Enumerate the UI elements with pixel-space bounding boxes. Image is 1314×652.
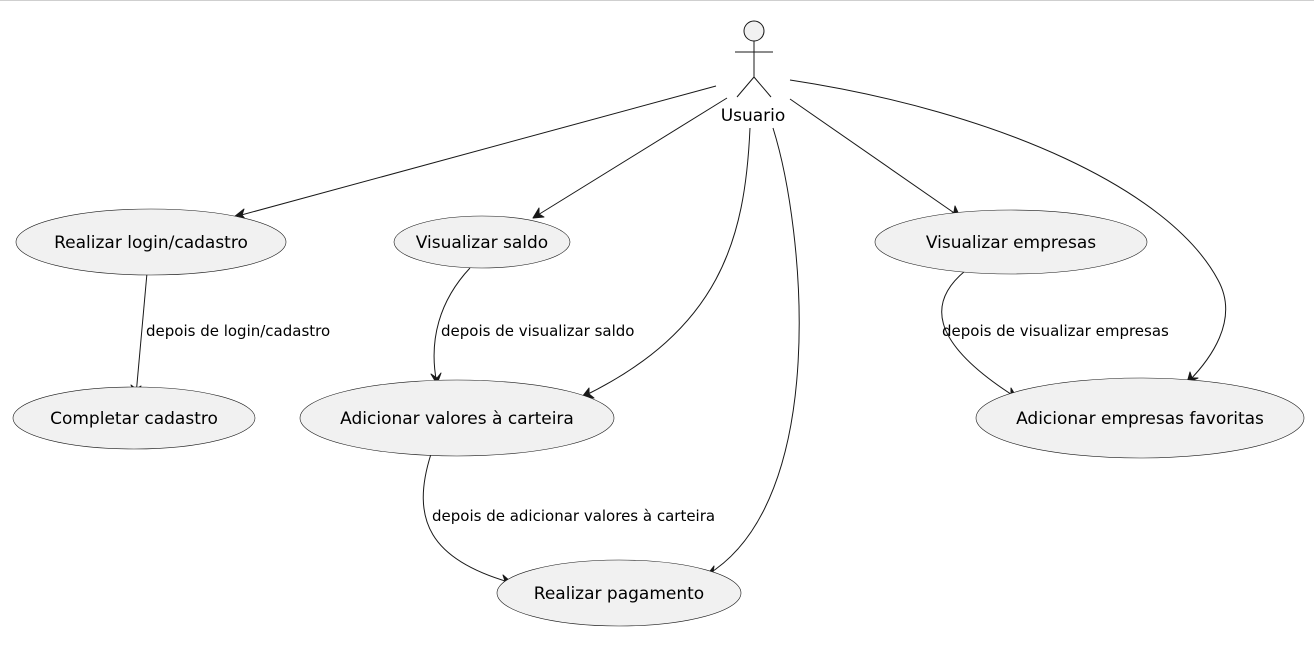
usecase-completar[interactable]: Completar cadastro <box>12 386 256 450</box>
usecase-favoritas-label: Adicionar empresas favoritas <box>1016 409 1264 429</box>
edge-empresas-favoritas <box>941 270 1018 399</box>
arrowhead-saldo-adicionar <box>430 372 442 385</box>
edge-usuario-empresas <box>789 98 961 218</box>
edge-label-login-completar: depois de login/cadastro <box>146 322 330 340</box>
edge-usuario-pagamento <box>706 127 800 576</box>
usecase-empresas-label: Visualizar empresas <box>926 233 1096 253</box>
edge-usuario-login <box>233 85 717 218</box>
edge-usuario-favoritas <box>789 79 1227 384</box>
stick-figure-icon <box>735 20 773 98</box>
usecase-login-label: Realizar login/cadastro <box>54 233 248 253</box>
edge-label-saldo-adicionar: depois de visualizar saldo <box>441 322 634 340</box>
arrowhead-saldo <box>532 207 545 219</box>
edge-usuario-adicionar <box>581 127 751 398</box>
usecase-saldo-label: Visualizar saldo <box>416 233 548 253</box>
usecase-empresas[interactable]: Visualizar empresas <box>874 209 1148 275</box>
edge-adicionar-pagamento <box>422 453 513 584</box>
usecase-adicionar[interactable]: Adicionar valores à carteira <box>299 379 615 457</box>
usecase-pagamento-label: Realizar pagamento <box>534 584 704 604</box>
actor-usuario[interactable]: Usuario <box>721 20 786 126</box>
edge-label-empresas-favoritas: depois de visualizar empresas <box>942 322 1169 340</box>
edge-usuario-saldo <box>532 97 728 219</box>
usecase-pagamento[interactable]: Realizar pagamento <box>496 559 742 627</box>
usecase-adicionar-label: Adicionar valores à carteira <box>340 409 574 429</box>
edge-login-completar <box>135 272 148 396</box>
edge-saldo-adicionar <box>433 267 471 385</box>
top-border <box>0 0 1314 1</box>
usecase-saldo[interactable]: Visualizar saldo <box>393 215 571 269</box>
edge-label-adicionar-pagamento: depois de adicionar valores à carteira <box>432 507 715 525</box>
usecase-completar-label: Completar cadastro <box>50 409 218 429</box>
usecase-favoritas[interactable]: Adicionar empresas favoritas <box>975 377 1305 459</box>
actor-label: Usuario <box>721 106 786 126</box>
usecase-login[interactable]: Realizar login/cadastro <box>15 208 287 276</box>
